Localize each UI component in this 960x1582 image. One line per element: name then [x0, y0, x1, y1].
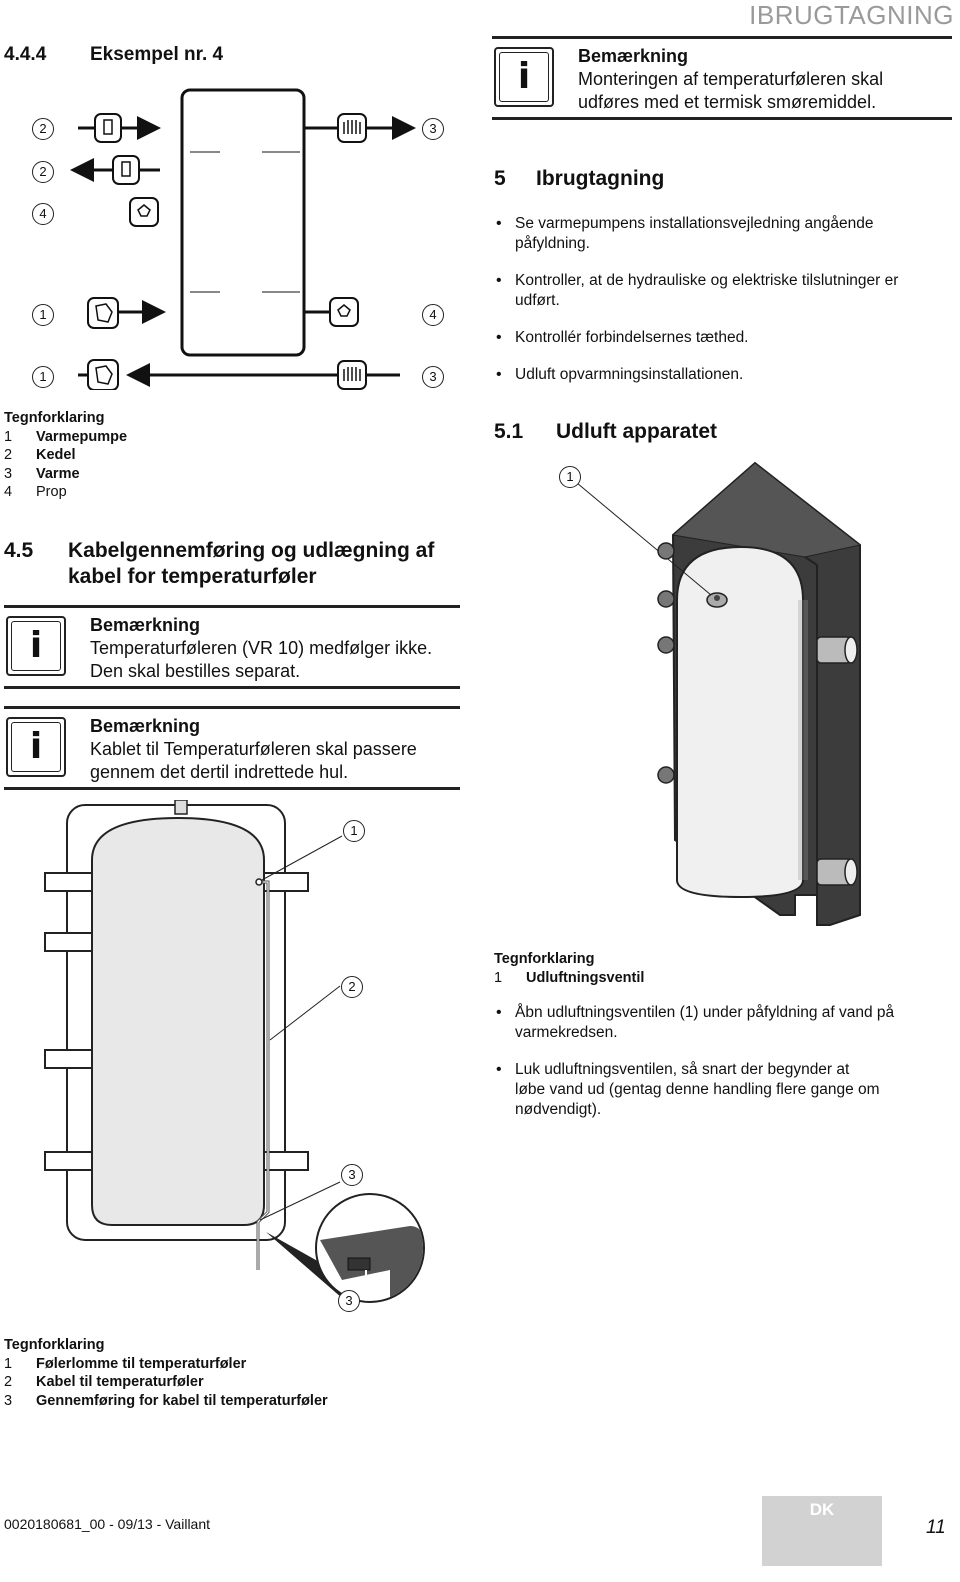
- note-text: Temperaturføleren (VR 10) medfølger ikke…: [90, 638, 433, 658]
- example-legend: Tegnforklaring 1 Varmepumpe 2 Kedel 3 Varme…: [4, 409, 127, 502]
- callout-circle: 4: [422, 304, 444, 326]
- callout-circle: 2: [32, 161, 54, 183]
- note-text: gennem det dertil indrettede hul.: [90, 762, 349, 782]
- note-title: Bemærkning: [90, 615, 201, 635]
- legend-number: 1: [4, 428, 13, 445]
- heat-pump-icon: [87, 297, 119, 329]
- callout-circle: 1: [559, 466, 581, 488]
- legend-label: Varmepumpe: [36, 428, 128, 445]
- example-heading: 4.4.4 Eksempel nr. 4: [4, 44, 223, 66]
- note-box: i Bemærkning Temperaturføleren (VR 10) m…: [4, 605, 460, 689]
- callout-circle: 3: [338, 1290, 360, 1312]
- example-number: 4.4.4: [4, 44, 47, 65]
- list-item: Kontroller, at de hydrauliske og elektri…: [494, 271, 949, 311]
- section-title: Udluft apparatet: [556, 420, 718, 443]
- cylinder-tank: [676, 545, 804, 899]
- language-tab: DK: [762, 1496, 882, 1566]
- section-title-continued: kabel for temperaturføler: [68, 565, 317, 588]
- legend-number: 3: [4, 1392, 13, 1409]
- page-number: 11: [926, 1517, 946, 1538]
- note-text: Kablet til Temperaturføleren skal passer…: [90, 739, 417, 759]
- legend-label: Følerlomme til temperaturføler: [36, 1355, 247, 1372]
- vent-legend: Tegnforklaring 1 Udluftningsventil: [494, 950, 644, 987]
- legend-number: 3: [4, 465, 13, 482]
- callout-circle: 4: [32, 203, 54, 225]
- legend-title: Tegnforklaring: [4, 1337, 105, 1353]
- vent-instructions: Åbn udluftningsventilen (1) under påfyld…: [494, 1003, 949, 1137]
- storage-tank-symbol: [180, 88, 306, 357]
- legend-label: Gennemføring for kabel til temperaturføl…: [36, 1392, 328, 1409]
- section-5-checklist: Se varmepumpens installationsvejledning …: [494, 214, 949, 402]
- list-item: Kontrollér forbindelsernes tæthed.: [494, 328, 949, 348]
- cable-routing-illustration: [44, 800, 425, 1303]
- legend-number: 4: [4, 484, 13, 500]
- legend-number: 1: [4, 1355, 13, 1372]
- document-id: 0020180681_00 - 09/13 - Vaillant: [4, 1516, 211, 1532]
- section-title: Kabelgennemføring og udlægning af: [68, 539, 435, 562]
- section-5-heading: 5 Ibrugtagning: [494, 167, 664, 191]
- callout-circle: 3: [422, 118, 444, 140]
- language-code: DK: [809, 1500, 835, 1519]
- note-text: Den skal bestilles separat.: [90, 661, 301, 681]
- plug-icon: [129, 197, 159, 227]
- example-hydraulic-diagram: [70, 88, 416, 390]
- legend-label: Udluftningsventil: [526, 969, 645, 986]
- legend-number: 2: [4, 447, 13, 463]
- callout-circle: 1: [32, 366, 54, 388]
- section-header: IBRUGTAGNING: [749, 0, 954, 30]
- info-icon: i: [6, 616, 66, 676]
- callout-circle: 3: [422, 366, 444, 388]
- list-item: Udluft opvarmningsinstallationen.: [494, 365, 949, 385]
- callout-circle: 1: [343, 820, 365, 842]
- section-number: 4.5: [4, 539, 34, 562]
- note-title: Bemærkning: [90, 716, 201, 736]
- list-item: Se varmepumpens installationsvejledning …: [494, 214, 949, 254]
- info-icon: i: [6, 717, 66, 777]
- section-number: 5.1: [494, 420, 524, 443]
- legend-number: 1: [494, 969, 503, 986]
- callout-circle: 3: [341, 1164, 363, 1186]
- sensor-pocket: [255, 878, 263, 886]
- callout-circle: 2: [32, 118, 54, 140]
- cylinder-tank: [91, 816, 265, 1226]
- legend-title: Tegnforklaring: [4, 410, 105, 426]
- plug-icon: [329, 297, 359, 327]
- callout-circle: 2: [341, 976, 363, 998]
- list-item: Åbn udluftningsventilen (1) under påfyld…: [494, 1003, 949, 1043]
- section-4-5-heading: 4.5 Kabelgennemføring og udlægning af kab…: [4, 538, 434, 590]
- cable-legend: Tegnforklaring 1 Følerlomme til temperatu…: [4, 1336, 328, 1410]
- boiler-icon: [94, 113, 122, 143]
- legend-label: Varme: [36, 465, 80, 482]
- info-icon: i: [494, 47, 554, 107]
- heat-pump-icon: [87, 359, 119, 390]
- note-text: Monteringen af temperaturføleren skal: [578, 69, 884, 89]
- vent-valve-illustration: [576, 461, 862, 926]
- section-5-1-heading: 5.1 Udluft apparatet: [494, 420, 717, 444]
- list-item: Luk udluftningsventilen, så snart der be…: [494, 1060, 949, 1120]
- legend-label: Kedel: [36, 447, 76, 463]
- boiler-icon: [112, 155, 140, 185]
- section-title: Ibrugtagning: [536, 167, 665, 190]
- legend-label: Prop: [36, 484, 67, 500]
- note-box: i Bemærkning Monteringen af temperaturfø…: [492, 36, 952, 120]
- callout-circle: 1: [32, 304, 54, 326]
- example-title: Eksempel nr. 4: [90, 44, 224, 65]
- section-number: 5: [494, 167, 506, 190]
- note-title: Bemærkning: [578, 46, 689, 66]
- note-box: i Bemærkning Kablet til Temperaturfølere…: [4, 706, 460, 790]
- legend-label: Kabel til temperaturføler: [36, 1374, 204, 1390]
- legend-number: 2: [4, 1374, 13, 1390]
- legend-title: Tegnforklaring: [494, 951, 595, 967]
- note-text: udføres med et termisk smøremiddel.: [578, 92, 877, 112]
